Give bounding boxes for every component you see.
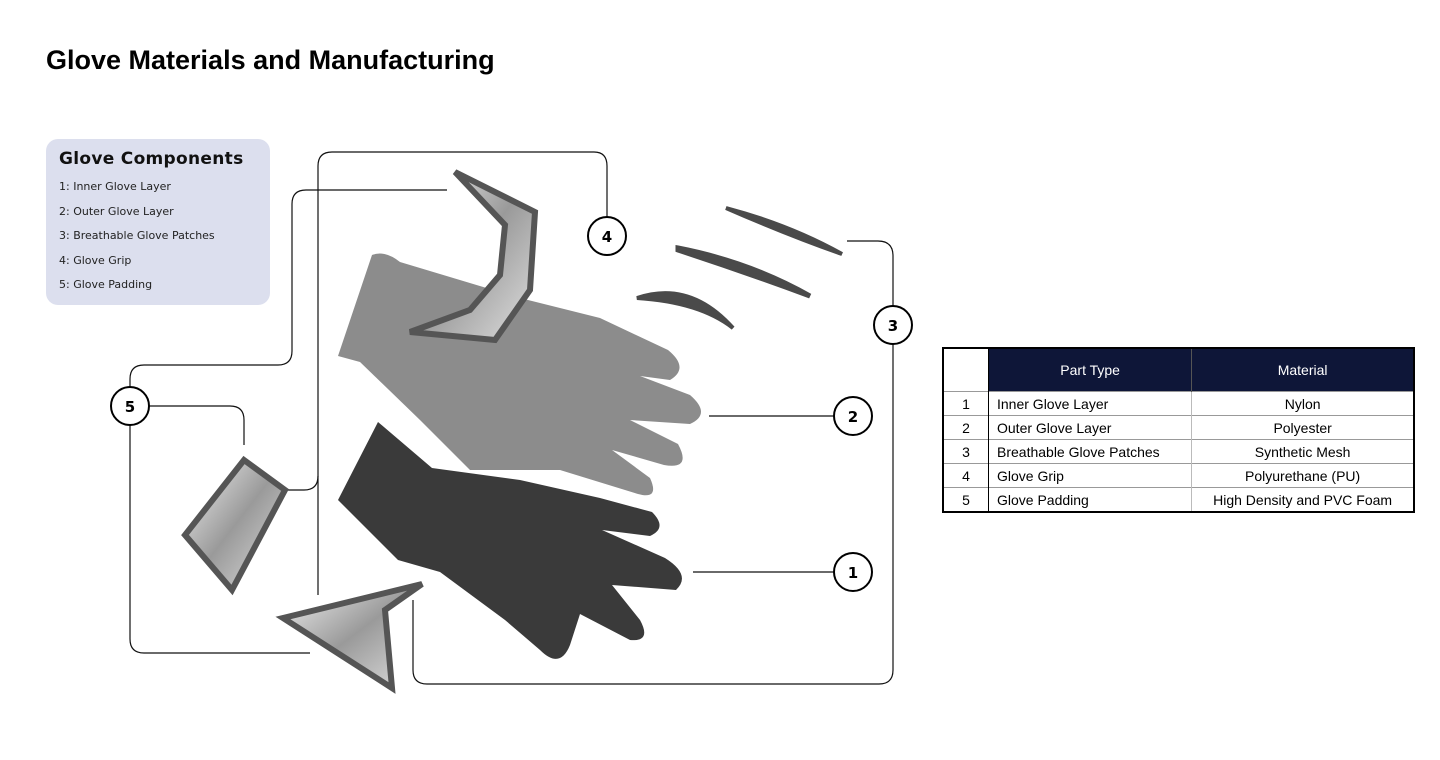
glove-grip-shape (408, 169, 539, 344)
outer-glove-shape (338, 253, 701, 496)
connector-lines (129, 151, 894, 685)
callout-circle-1 (833, 552, 873, 592)
glove-padding-shape (181, 455, 289, 596)
callout-circle-5 (110, 386, 150, 426)
legend-item: 4: Glove Grip (59, 253, 132, 267)
breathable-patches-shape (636, 206, 843, 330)
legend-item: 1: Inner Glove Layer (59, 180, 171, 193)
row-number: 2 (943, 415, 989, 440)
table-header-row: Part Type Material (942, 348, 1414, 392)
row-material: Polyurethane (PU) (1191, 463, 1414, 488)
row-material: Nylon (1191, 391, 1414, 416)
row-part: Outer Glove Layer (988, 415, 1193, 440)
legend-item: 2: Outer Glove Layer (59, 204, 174, 218)
callout-label-5: 5 (125, 398, 135, 416)
row-material: Synthetic Mesh (1191, 439, 1414, 464)
callout-label-4: 4 (602, 228, 612, 246)
header-material: Material (1191, 348, 1414, 392)
row-material: High Density and PVC Foam (1191, 487, 1414, 512)
row-number: 1 (943, 391, 989, 416)
callout-label-3: 3 (888, 317, 898, 335)
legend-item: 5: Glove Padding (59, 278, 153, 291)
header-blank (942, 348, 989, 392)
legend-heading: Glove Components (59, 149, 244, 169)
row-part: Breathable Glove Patches (988, 439, 1193, 464)
row-part: Inner Glove Layer (988, 391, 1193, 416)
row-part: Glove Padding (988, 487, 1193, 512)
page-title: Glove Materials and Manufacturing (46, 45, 495, 75)
callout-circle-3 (873, 305, 913, 345)
glove-padding-shape (275, 581, 424, 694)
row-number: 3 (943, 439, 989, 464)
row-number: 5 (943, 487, 989, 512)
legend-item: 3: Breathable Glove Patches (59, 229, 215, 242)
callout-label-1: 1 (848, 564, 858, 582)
row-part: Glove Grip (988, 463, 1193, 488)
row-material: Polyester (1191, 415, 1414, 440)
callout-circle-4 (587, 216, 627, 256)
legend-box: Glove Components 1: Inner Glove Layer 2:… (46, 139, 270, 305)
row-number: 4 (943, 463, 989, 488)
callout-label-2: 2 (848, 408, 858, 426)
header-part-type: Part Type (987, 348, 1192, 392)
callout-circle-2 (833, 396, 873, 436)
inner-glove-shape (338, 422, 682, 659)
callout-markers: 1 2 3 4 5 (110, 216, 913, 592)
